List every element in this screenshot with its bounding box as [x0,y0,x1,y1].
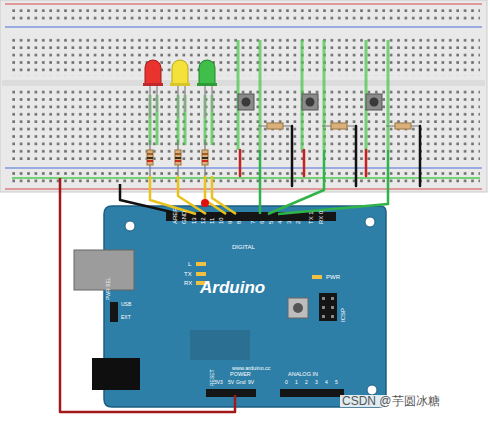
rail-line [5,3,482,4]
power-rail [8,172,480,186]
board-label: 12 [200,217,206,224]
board-label: 11 [209,218,215,224]
junction-dot [201,199,209,207]
board-label: 3 [315,380,318,385]
board-label: 4 [325,380,328,385]
board-label: AREF [172,208,178,224]
board-label: USB [121,302,131,307]
board-label: RX 0 [318,211,324,224]
jumper-wire [240,126,420,186]
board-label: 13 [191,217,197,224]
wire [60,150,388,412]
led-red [143,60,163,118]
board-label: 3 [286,221,292,224]
board-label: ICSP [340,308,346,322]
header-pins [322,297,334,318]
rail-line [5,188,482,189]
board-label: PWR [326,274,340,280]
hole-rows [8,38,480,76]
board-label: TX [184,271,192,277]
mount-hole [365,217,375,227]
board-label: ANALOG IN [288,372,318,378]
board-label: 3V3 [214,380,223,385]
board-label: 7 [250,221,256,224]
resistor-symbol [258,123,420,129]
rail-line [5,26,482,27]
board-label: 4 [277,221,283,224]
board-label: EXT [121,315,131,320]
board-label: TX 1 [308,211,314,224]
led-pwr [312,275,322,279]
icsp-header [319,293,337,321]
board-label: 9 [227,221,233,224]
breadboard [0,0,487,192]
rail-line [5,167,482,168]
usb-connector [74,250,134,290]
watermark: CSDN @芋圆冰糖 [340,395,442,407]
board-label: 6 [259,221,265,224]
resistor-bands [147,154,208,161]
power-header [206,389,256,397]
mount-hole [367,385,377,395]
board-logo: Arduino [200,278,265,298]
led-l [196,262,206,266]
board-label: 2 [295,221,301,224]
push-button [238,94,382,110]
arduino-board [104,206,386,407]
led-green [197,60,217,118]
board-label: 1 [295,380,298,385]
board-label: www.arduino.cc [232,366,271,372]
hole-rows [8,128,480,164]
board-label: PWR SEL [106,277,111,300]
led-yellow [170,60,190,118]
led-tx [196,272,206,276]
chip-area [190,330,250,360]
board-label: 5 [268,221,274,224]
arduino-board: Arduino [104,206,386,407]
board-label: RX [184,280,192,286]
center-channel [2,80,485,86]
connected-columns [12,40,480,178]
power-rail [8,8,480,23]
board-label: 9V [248,380,254,385]
board-label: DIGITAL [232,244,255,250]
hole-rows [8,90,480,128]
board-label: 2 [305,380,308,385]
reset-button [288,298,308,318]
reset-button [293,303,303,313]
board-label: L [188,261,191,267]
board-label: 10 [218,217,224,224]
resistor-symbol [147,140,208,176]
board-label: 5 [335,380,338,385]
pwr-sel-jumper [110,302,118,322]
board-label: Gnd [236,380,245,385]
power-jack [92,358,140,390]
board-label: 0 [285,380,288,385]
board-label: 5V [228,380,234,385]
mount-hole [125,221,135,231]
board-label: GND [181,211,187,224]
board-label: 8 [236,221,242,224]
board-label: POWER [230,372,251,378]
analog-header [280,389,344,397]
